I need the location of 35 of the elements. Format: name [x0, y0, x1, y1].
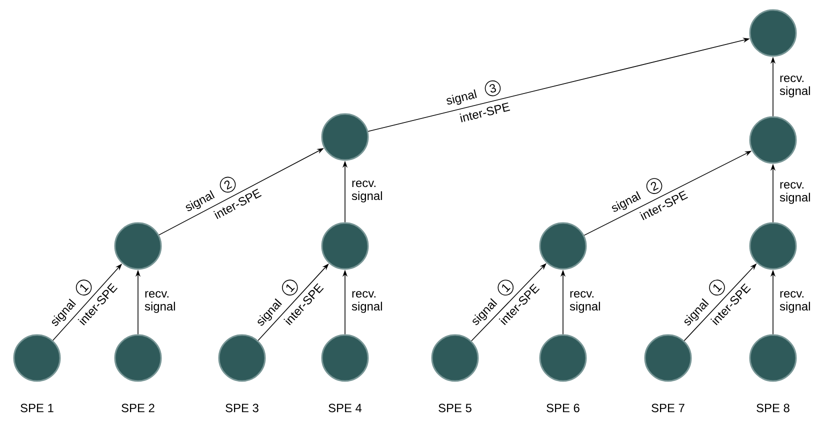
- edge-label: recv. signal: [352, 180, 382, 202]
- edge-label: recv. signal: [352, 291, 382, 313]
- edge-label: recv. signal: [570, 291, 600, 313]
- node-circle: [321, 222, 369, 270]
- edge-label: inter-SPE: [460, 102, 510, 122]
- node-caption: SPE 7: [652, 404, 684, 412]
- edge-label: recv. signal: [144, 291, 175, 313]
- node-circle: [539, 222, 587, 270]
- node-circle: [431, 334, 479, 382]
- node-circle: [749, 334, 797, 382]
- node-caption: SPE 5: [438, 404, 472, 412]
- edge-label: recv. signal: [780, 76, 810, 98]
- label-text: signal: [446, 89, 477, 105]
- node-circle: [644, 334, 692, 382]
- node-circle: [321, 113, 369, 161]
- node-caption: SPE 1: [20, 404, 54, 412]
- node-caption: SPE 2: [122, 404, 154, 412]
- node-circle: [114, 222, 162, 270]
- node-circle: [749, 9, 797, 57]
- callout-number: 2: [646, 178, 662, 194]
- node-caption: SPE 8: [756, 404, 790, 412]
- node-circle: [749, 222, 797, 270]
- node-caption: SPE 4: [328, 404, 362, 412]
- node-circle: [218, 334, 266, 382]
- callout-number: 3: [484, 80, 501, 96]
- edge-label: recv. signal: [780, 182, 810, 204]
- node-circle: [114, 334, 162, 382]
- node-circle: [749, 116, 797, 164]
- node-circle: [539, 334, 587, 382]
- node-caption: SPE 6: [546, 404, 580, 412]
- callout-number: 2: [220, 176, 236, 193]
- node-caption: SPE 3: [226, 404, 258, 412]
- edge-label: recv. signal: [780, 291, 810, 313]
- node-circle: [321, 334, 369, 382]
- node-circle: [13, 334, 61, 382]
